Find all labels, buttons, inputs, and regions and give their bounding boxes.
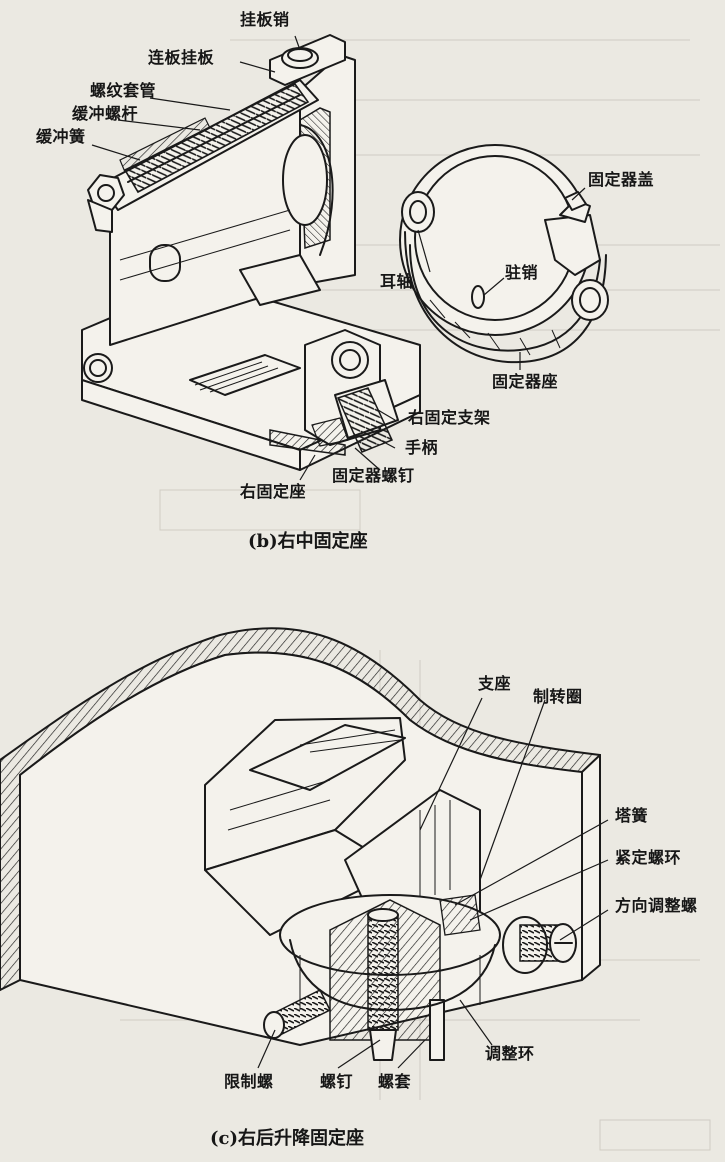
label-right-fixed-seat: 右固定座 [240,482,307,501]
label-tower-spring: 塔簧 [615,806,649,825]
label-buffer-screw: 缓冲螺杆 [72,104,139,123]
label-brake-ring: 制转圈 [533,687,583,706]
label-limit-screw: 限制螺 [224,1072,274,1091]
label-right-fixed-bracket: 右固定支架 [408,408,491,427]
label-threaded-sleeve: 螺纹套管 [90,81,157,100]
label-hang-pin: 挂板销 [240,10,290,29]
buffer-screw-assembly [87,79,319,233]
label-direction-screw: 方向调整螺 [615,896,698,915]
label-adjust-ring: 调整环 [485,1044,535,1063]
label-link-plate: 连板挂板 [148,48,215,67]
label-buffer-spring: 缓冲簧 [36,127,86,146]
right-fixed-bracket-part [304,329,399,453]
label-stop-pin: 驻销 [505,263,539,282]
fig-b-leader-lines [91,35,586,481]
label-fixer-cover: 固定器盖 [588,170,655,189]
caption-figure-b: (b)右中固定座 [248,531,368,552]
label-ear-axle: 耳轴 [380,272,414,291]
fixer-seat-ring [399,144,609,364]
label-handle: 手柄 [405,438,439,457]
label-screw-sleeve: 螺套 [378,1072,412,1091]
fig-c-illustration [0,627,609,1069]
label-support-seat: 支座 [478,674,512,693]
label-fixer-screw: 固定器螺钉 [332,466,415,485]
link-plate-frame [109,54,356,346]
caption-figure-c: (c)右后升降固定座 [210,1128,364,1149]
hang-pin-part [269,34,346,86]
limit-screw [263,988,332,1039]
fig-c-leader-lines [257,697,609,1069]
core-mechanism [279,894,501,1061]
fig-b-illustration [81,34,609,481]
label-fixer-seat: 固定器座 [492,372,559,391]
label-screw: 螺钉 [320,1072,354,1091]
direction-adjust-screw [502,916,577,974]
label-lock-nut-ring: 紧定螺环 [615,848,682,867]
